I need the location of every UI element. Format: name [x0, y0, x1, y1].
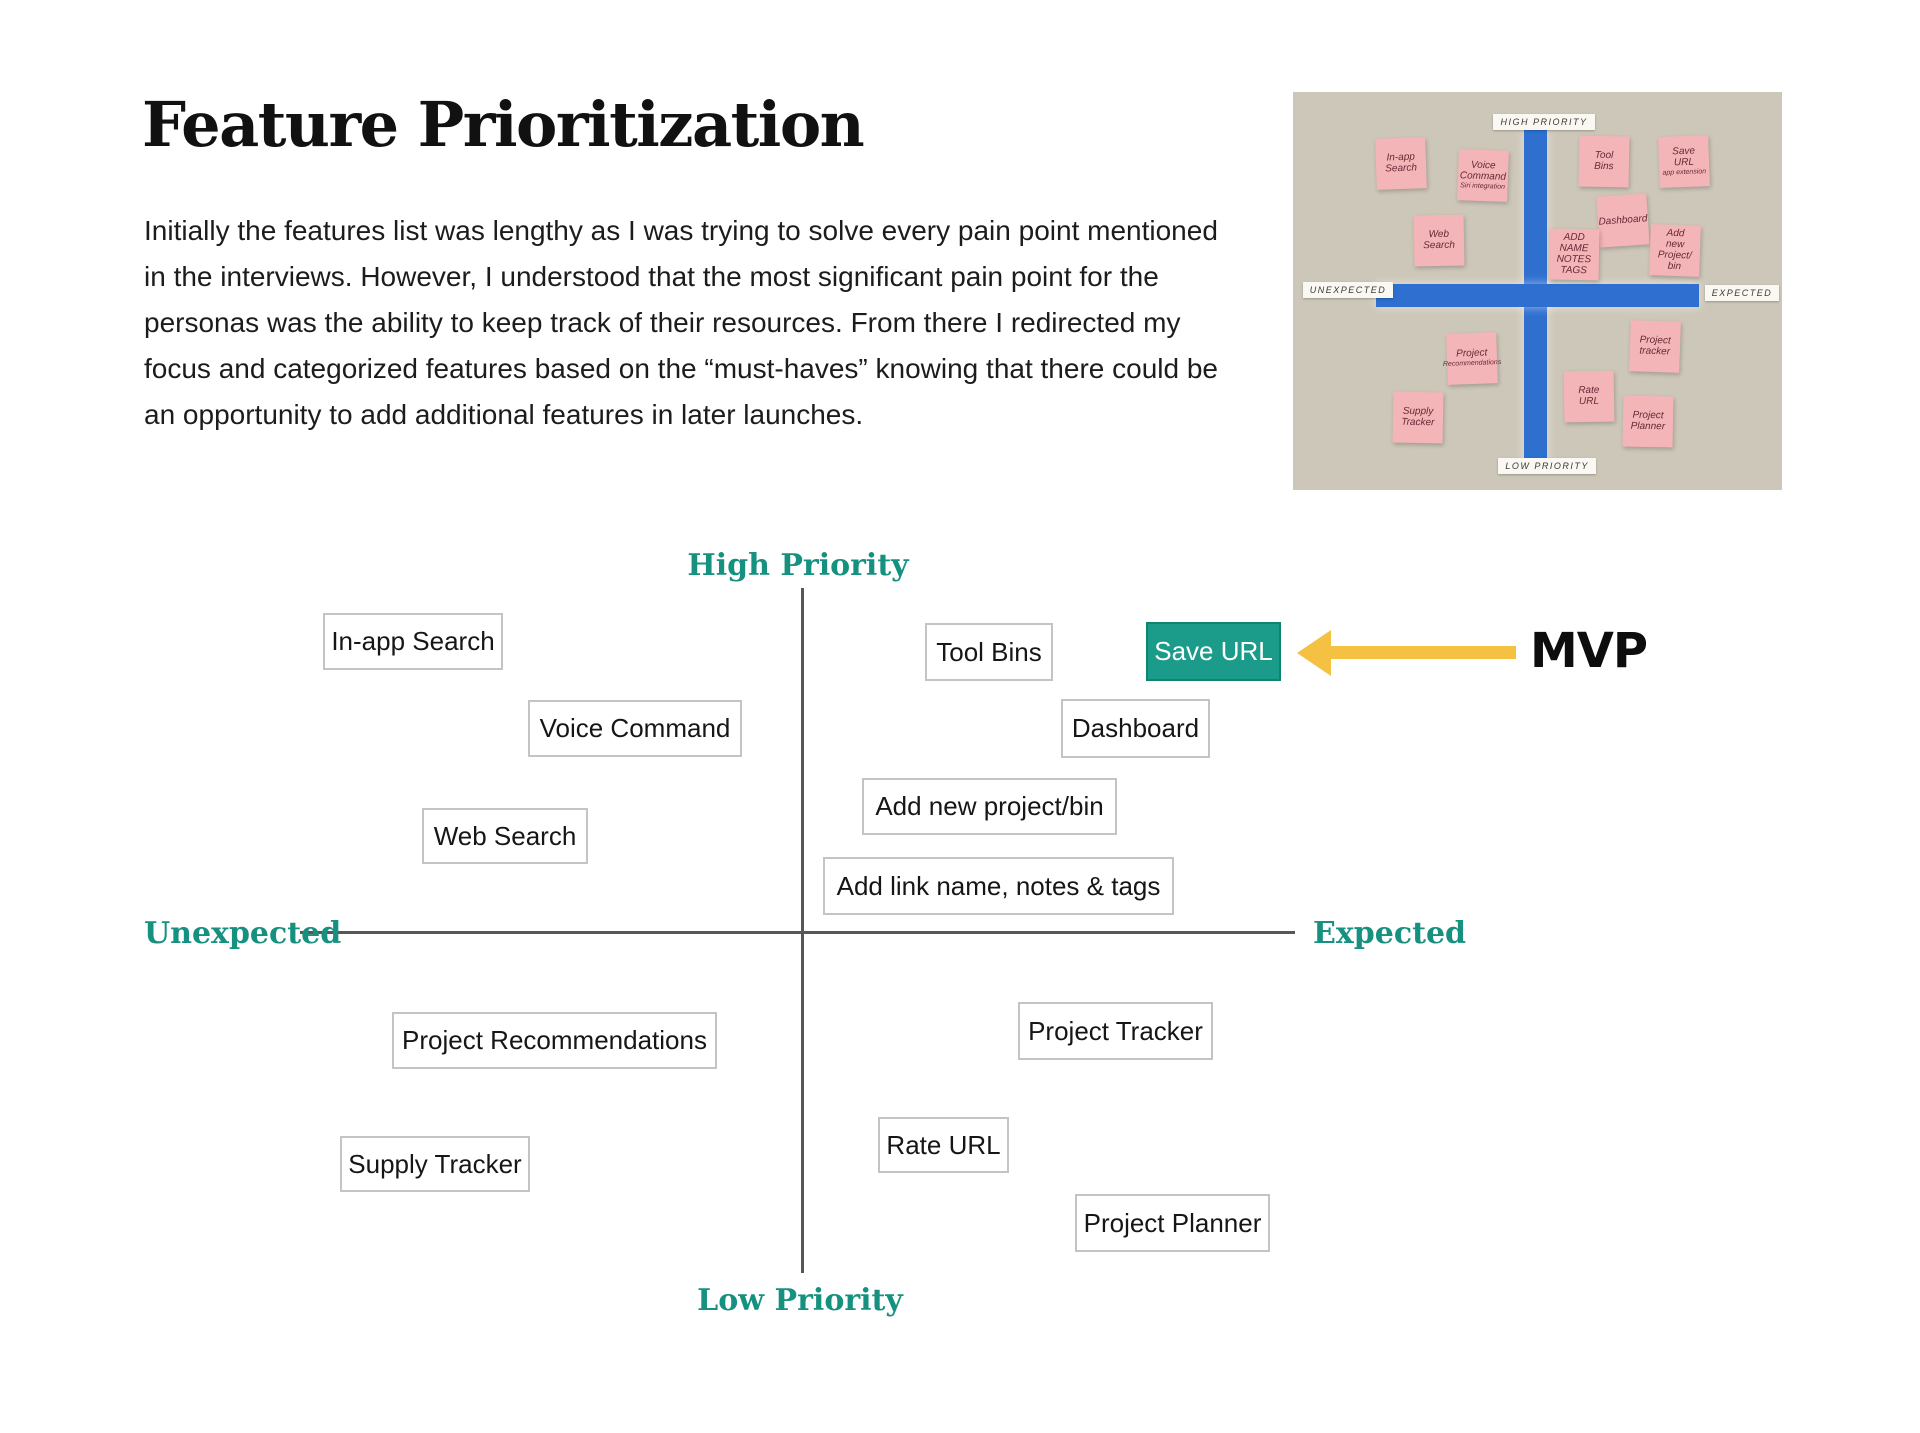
photo-label-expected: EXPECTED [1704, 285, 1780, 302]
mvp-arrow-head-icon [1297, 630, 1331, 676]
sticky-note-dashboard: Dashboard [1596, 193, 1650, 249]
sticky-note-project-tracker: Project tracker [1629, 319, 1682, 373]
axis-label-high-priority: High Priority [687, 548, 909, 583]
axis-label-unexpected: Unexpected [144, 916, 342, 951]
whiteboard-photo: HIGH PRIORITY UNEXPECTED EXPECTED LOW PRIOR… [1293, 92, 1782, 490]
sticky-note-add-new-project-bin: Add new Project/ bin [1649, 224, 1701, 278]
sticky-note-add-name-notes-tags: ADD NAME NOTES TAGS [1548, 228, 1600, 281]
sticky-note-supply-tracker: Supply Tracker [1392, 392, 1444, 444]
feature-box-project-recommendations: Project Recommendations [392, 1012, 717, 1069]
sticky-note-tool-bins: Tool Bins [1578, 135, 1629, 188]
feature-box-in-app-search: In-app Search [323, 613, 503, 670]
vertical-axis-line [801, 588, 804, 1273]
horizontal-axis-line [300, 931, 1295, 934]
mvp-label: MVP [1530, 623, 1648, 679]
feature-box-save-url: Save URL [1146, 622, 1281, 681]
photo-label-low-priority: LOW PRIORITY [1498, 458, 1596, 475]
mvp-arrow [1326, 646, 1516, 659]
feature-box-dashboard: Dashboard [1061, 699, 1210, 758]
photo-label-high-priority: HIGH PRIORITY [1493, 113, 1595, 130]
feature-box-tool-bins: Tool Bins [925, 623, 1053, 681]
intro-paragraph: Initially the features list was lengthy … [144, 215, 1218, 430]
axis-label-expected: Expected [1313, 916, 1467, 951]
page-title: Feature Prioritization [142, 88, 865, 161]
feature-box-rate-url: Rate URL [878, 1117, 1009, 1173]
feature-box-project-tracker: Project Tracker [1018, 1002, 1213, 1060]
photo-label-unexpected: UNEXPECTED [1302, 282, 1394, 299]
sticky-note-rate-url: Rate URL [1563, 370, 1615, 422]
feature-box-web-search: Web Search [422, 808, 588, 864]
sticky-note-in-app-search: In-app Search [1375, 136, 1427, 190]
feature-box-voice-command: Voice Command [528, 700, 742, 757]
feature-box-project-planner: Project Planner [1075, 1194, 1270, 1252]
sticky-note-web-search: Web Search [1413, 214, 1465, 267]
axis-label-low-priority: Low Priority [697, 1283, 903, 1318]
feature-box-add-link-name-notes-tags: Add link name, notes & tags [823, 857, 1174, 915]
sticky-note-project-planner: Project Planner [1622, 396, 1673, 448]
feature-box-add-new-project-bin: Add new project/bin [862, 778, 1117, 835]
feature-box-supply-tracker: Supply Tracker [340, 1136, 530, 1192]
tape-horizontal [1376, 283, 1699, 307]
